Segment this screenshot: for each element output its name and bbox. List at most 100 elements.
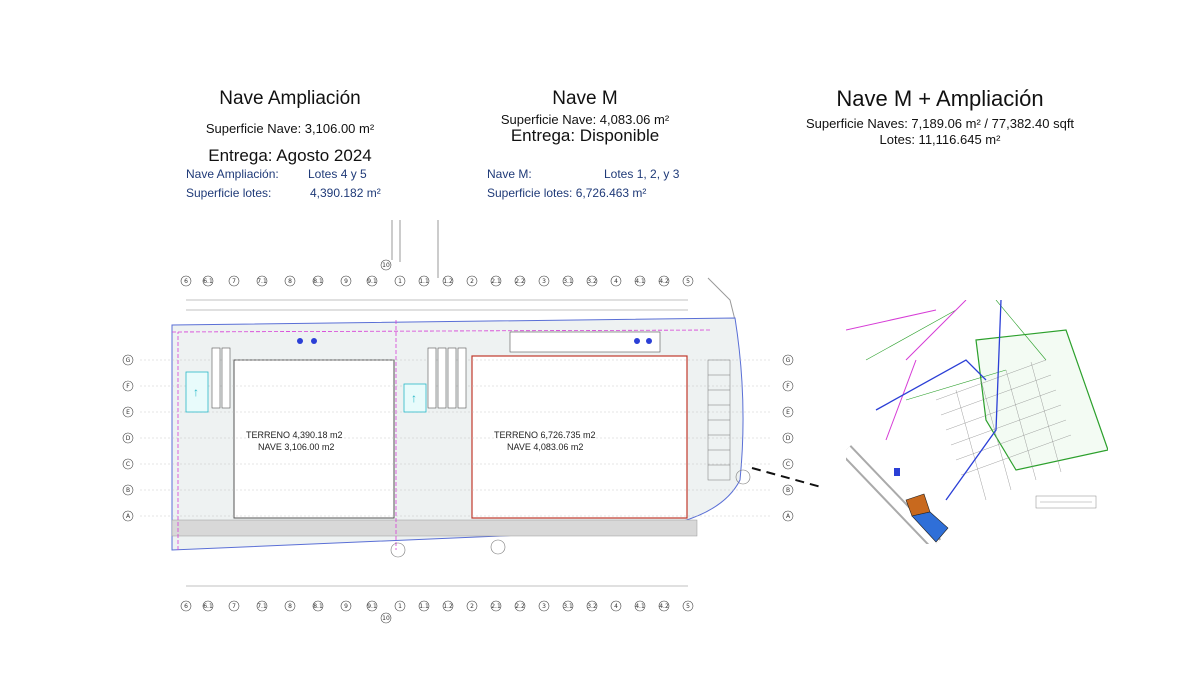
left-side-bubbles: G F E D C B A (122, 354, 134, 522)
svg-text:4.1: 4.1 (635, 278, 645, 285)
svg-text:3: 3 (542, 278, 546, 285)
grid-bubble: 6.1 (202, 600, 214, 612)
grid-bubble: 7.1 (256, 600, 268, 612)
ramp-left (185, 371, 209, 413)
grid-bubble: 4 (610, 275, 622, 287)
grid-bubble: D (122, 432, 134, 444)
left-lot-area-value: 4,390.182 m² (310, 186, 381, 200)
grid-bubble: 4 (610, 600, 622, 612)
mid-grid-bubble: 10 (380, 259, 392, 271)
grid-bubble: 2.2 (514, 275, 526, 287)
svg-text:8: 8 (288, 603, 292, 610)
grid-bubble: 4.1 (634, 275, 646, 287)
grid-bubble: 4.2 (658, 600, 670, 612)
grid-bubble: 6 (180, 275, 192, 287)
grid-bubble: 8.1 (312, 275, 324, 287)
svg-text:9: 9 (344, 278, 348, 285)
grid-bubble: 3 (538, 600, 550, 612)
bottom-grid-bubbles: 6 6.1 7 7.1 8 8.1 9 9.1 1 1.1 1.2 2 2.1 … (180, 600, 694, 612)
svg-text:8.1: 8.1 (313, 278, 323, 285)
grid-bubble: 3.1 (562, 275, 574, 287)
svg-text:4.2: 4.2 (659, 603, 669, 610)
access-roads (391, 220, 736, 321)
svg-text:2: 2 (470, 603, 474, 610)
svg-text:6: 6 (184, 278, 188, 285)
site-highlight-blue (911, 511, 949, 543)
svg-text:10: 10 (382, 262, 390, 269)
grid-bubble: 4.1 (634, 600, 646, 612)
svg-text:1: 1 (398, 278, 402, 285)
middle-lot-area: Superficie lotes: 6,726.463 m² (487, 186, 647, 200)
grid-bubble: 9 (340, 275, 352, 287)
svg-text:1: 1 (398, 603, 402, 610)
grid-bubble: 1.2 (442, 275, 454, 287)
svg-text:3.1: 3.1 (563, 278, 573, 285)
left-lots: Nave Ampliación: Lotes 4 y 5 Superficie … (186, 167, 406, 203)
grid-bubble: G (122, 354, 134, 366)
grid-bubble: 2 (466, 275, 478, 287)
grid-bubble: 4.2 (658, 275, 670, 287)
grid-bubble: B (782, 484, 794, 496)
svg-text:B: B (786, 487, 790, 494)
grid-bubble: E (782, 406, 794, 418)
right-lots: Lotes: 11,116.645 m² (879, 132, 1001, 147)
floor-plan: ↑ ↑ TERRENO 4,390.18 m2 NAVE 3,106.00 m2… (122, 220, 820, 624)
svg-text:2.2: 2.2 (515, 603, 525, 610)
left-lot-area-label: Superficie lotes: (186, 186, 272, 200)
svg-text:E: E (126, 409, 130, 416)
grid-bubble: 7 (228, 275, 240, 287)
location-map (846, 300, 1108, 544)
svg-text:2.1: 2.1 (491, 603, 501, 610)
svg-text:2.1: 2.1 (491, 278, 501, 285)
grid-bubble: 7 (228, 600, 240, 612)
grid-bubble: 5 (682, 275, 694, 287)
svg-text:7.1: 7.1 (257, 278, 267, 285)
grid-bubble: 3.1 (562, 600, 574, 612)
grid-bubble: 6.1 (202, 275, 214, 287)
grid-bubble: F (122, 380, 134, 392)
middle-lot-value: Lotes 1, 2, y 3 (604, 167, 680, 181)
setback-line (171, 329, 713, 550)
trees (390, 469, 751, 558)
right-title: Nave M + Ampliación (836, 86, 1044, 111)
grid-bubble: 5 (682, 600, 694, 612)
left-lot-value: Lotes 4 y 5 (308, 167, 367, 181)
grid-bubble: 2 (466, 600, 478, 612)
svg-text:E: E (786, 409, 790, 416)
svg-text:A: A (126, 513, 131, 520)
grid-bubble: 9.1 (366, 275, 378, 287)
svg-text:4: 4 (614, 603, 618, 610)
svg-text:1.2: 1.2 (443, 603, 453, 610)
right-terreno-label: TERRENO 6,726.735 m2 (494, 430, 596, 440)
right-surface: Superficie Naves: 7,189.06 m² / 77,382.4… (805, 116, 1075, 131)
grid-bubble: 1.1 (418, 600, 430, 612)
grid-bubble: 3 (538, 275, 550, 287)
svg-text:A: A (786, 513, 791, 520)
grid-bubble: F (782, 380, 794, 392)
grid-lines (140, 359, 770, 517)
left-lot-label: Nave Ampliación: (186, 167, 279, 181)
left-surface: Superficie Nave: 3,106.00 m² (205, 121, 375, 136)
svg-text:8: 8 (288, 278, 292, 285)
svg-text:C: C (126, 461, 130, 468)
right-nave-label: NAVE 4,083.06 m2 (507, 442, 583, 452)
middle-title: Nave M (552, 88, 618, 109)
svg-text:G: G (126, 357, 131, 364)
right-building (471, 355, 688, 519)
grid-bubble: 2.1 (490, 275, 502, 287)
svg-text:↑: ↑ (411, 391, 417, 405)
svg-text:5: 5 (686, 603, 690, 610)
svg-text:D: D (786, 435, 791, 442)
svg-text:9: 9 (344, 603, 348, 610)
middle-lots: Nave M: Lotes 1, 2, y 3 Superficie lotes… (487, 167, 707, 203)
svg-text:7: 7 (232, 278, 236, 285)
mid-grid-bubble-bottom: 10 (380, 612, 392, 624)
grid-bubble: 3.2 (586, 600, 598, 612)
grid-bubble: 2.1 (490, 600, 502, 612)
blue-boundary (875, 300, 1002, 501)
svg-text:2.2: 2.2 (515, 278, 525, 285)
left-header: Nave Ampliación Superficie Nave: 3,106.0… (160, 88, 420, 166)
middle-header: Nave M Superficie Nave: 4,083.06 m² Entr… (470, 88, 700, 146)
grid-bubble: C (122, 458, 134, 470)
grid-bubble: 1 (394, 275, 406, 287)
